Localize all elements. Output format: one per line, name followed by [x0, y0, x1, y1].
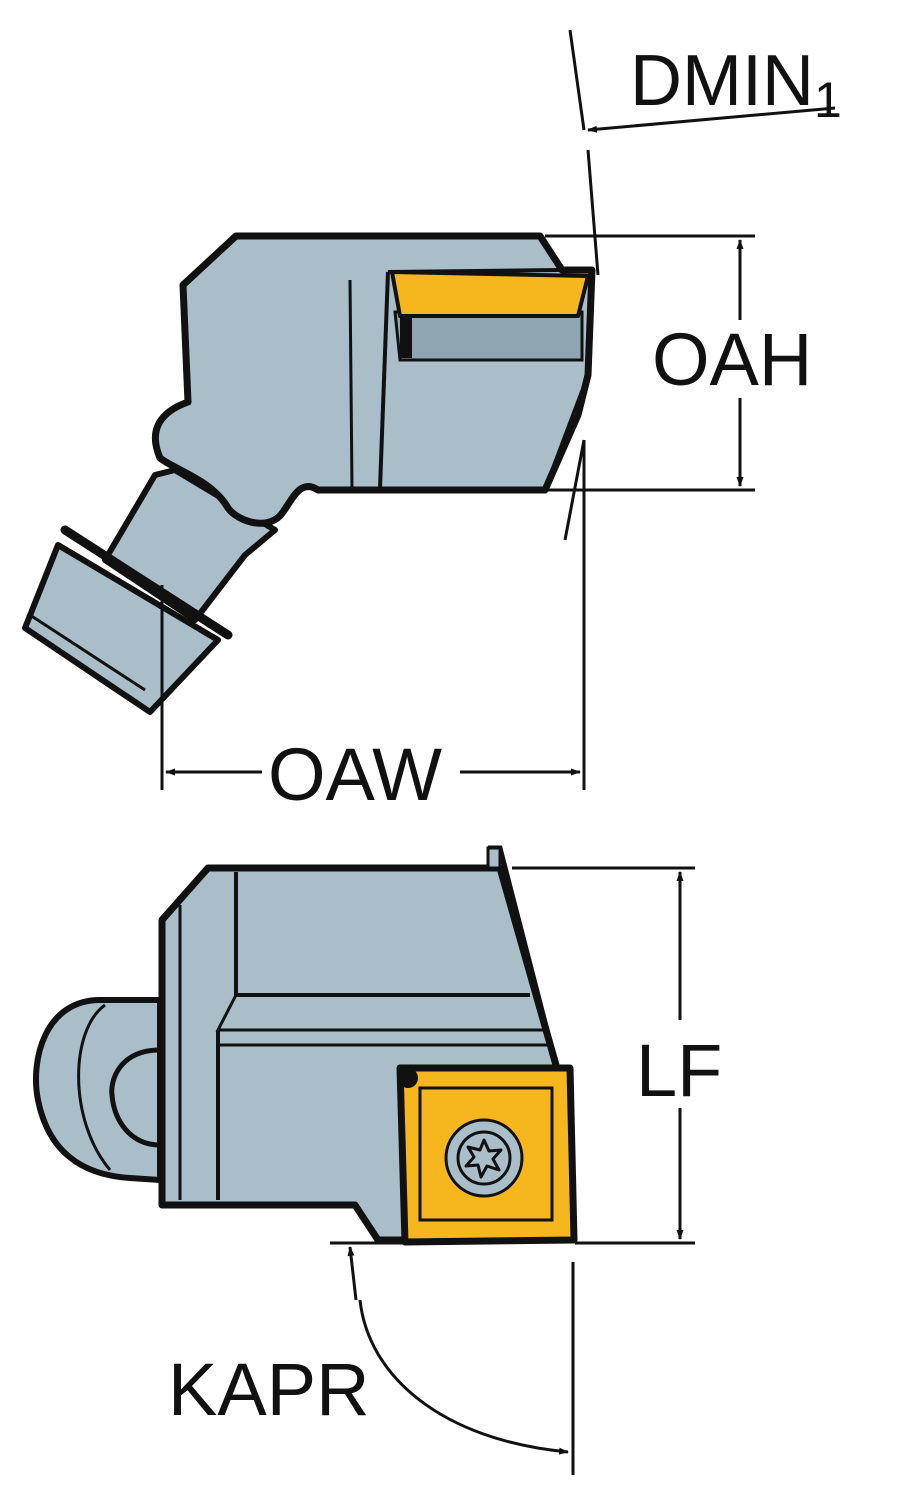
top-view — [22, 232, 596, 715]
kapr-label: KAPR — [168, 1348, 370, 1431]
insert-top-view — [390, 270, 590, 318]
bottom-view — [33, 845, 578, 1246]
dmin1-label: DMIN1 — [630, 41, 842, 128]
oah-label: OAH — [652, 318, 812, 401]
oaw-label: OAW — [268, 733, 442, 816]
coupling-cylinder — [22, 542, 221, 715]
torx-icon — [464, 1138, 503, 1179]
dmin1-subscript: 1 — [814, 72, 842, 128]
lf-label: LF — [636, 1029, 722, 1112]
bottom-view-dimensions — [330, 866, 695, 1475]
dmin1-leader — [587, 106, 836, 133]
top-view-dimensions — [160, 29, 836, 790]
kapr-arc — [358, 1299, 569, 1455]
